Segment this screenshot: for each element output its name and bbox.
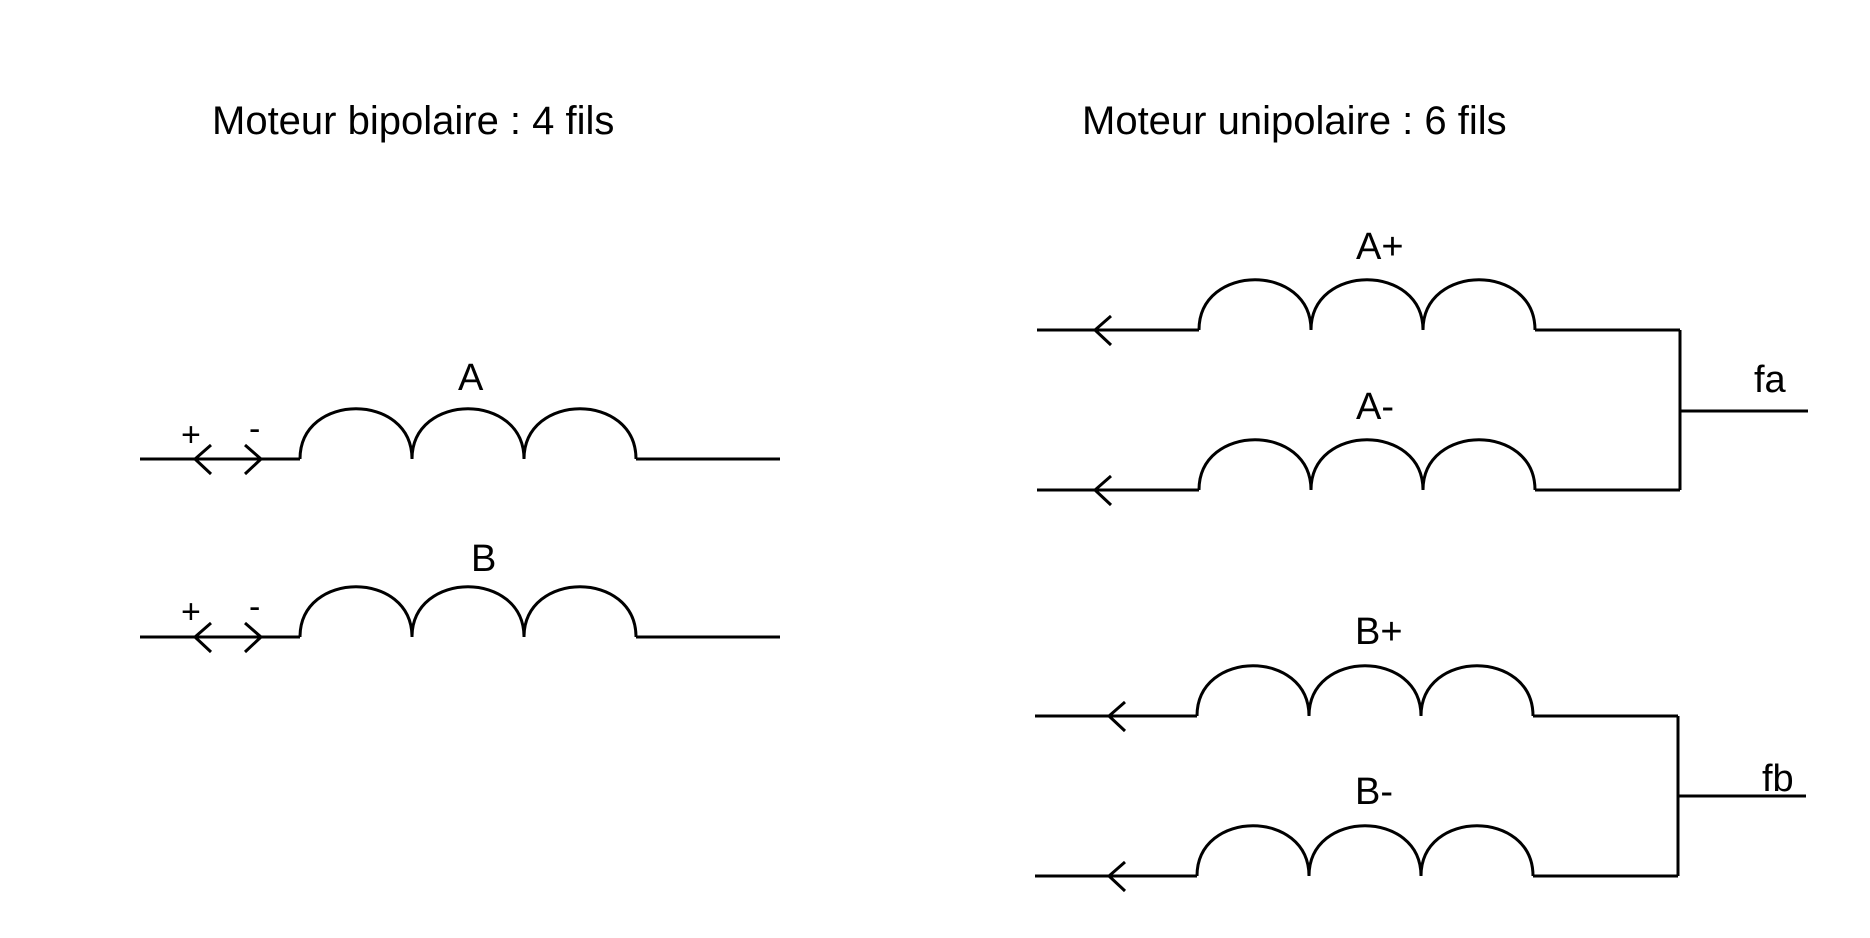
coil-a-minus-label: A- bbox=[1356, 386, 1394, 428]
coil-b-plus-winding bbox=[1195, 664, 1535, 717]
coil-a-plus-arrow-icon bbox=[1092, 314, 1113, 347]
coil-b-winding bbox=[298, 585, 638, 638]
coil-a-minus-sign: - bbox=[249, 410, 260, 448]
coil-a-plus-winding bbox=[1197, 278, 1537, 331]
coil-a-minus-arrow-icon bbox=[1092, 474, 1113, 507]
coil-a-label: A bbox=[458, 357, 484, 399]
coil-a-plus-sign: + bbox=[181, 416, 201, 454]
coil-b-plus-arrow-icon bbox=[192, 621, 213, 654]
unipolar-phase-a: A+ A- fa bbox=[1037, 226, 1808, 507]
coil-b-plus-sign: + bbox=[181, 593, 201, 631]
unipolar-phase-b: B+ B- fb bbox=[1035, 611, 1806, 893]
common-b-label: fb bbox=[1762, 758, 1794, 800]
common-a-label: fa bbox=[1754, 359, 1787, 401]
coil-b-plus-arrow-icon bbox=[1106, 700, 1127, 733]
coil-b-minus-arrow-icon bbox=[1106, 860, 1127, 893]
coil-b-minus-arrow-icon bbox=[243, 621, 264, 654]
coil-b-label: B bbox=[471, 538, 496, 580]
coil-b-minus-sign: - bbox=[249, 588, 260, 626]
coil-a-plus-arrow-icon bbox=[192, 443, 213, 476]
coil-a-winding bbox=[298, 407, 638, 460]
coil-a-minus-arrow-icon bbox=[243, 443, 264, 476]
coil-a-minus-winding bbox=[1197, 438, 1537, 491]
coil-b-minus-winding bbox=[1195, 824, 1535, 877]
bipolar-coil-a: + - A bbox=[140, 357, 780, 476]
coil-b-plus-label: B+ bbox=[1355, 611, 1403, 653]
bipolar-coil-b: + - B bbox=[140, 538, 780, 654]
coil-b-minus-label: B- bbox=[1355, 771, 1393, 813]
coil-a-plus-label: A+ bbox=[1356, 226, 1404, 268]
bipolar-title: Moteur bipolaire : 4 fils bbox=[212, 99, 614, 143]
unipolar-title: Moteur unipolaire : 6 fils bbox=[1082, 99, 1507, 143]
